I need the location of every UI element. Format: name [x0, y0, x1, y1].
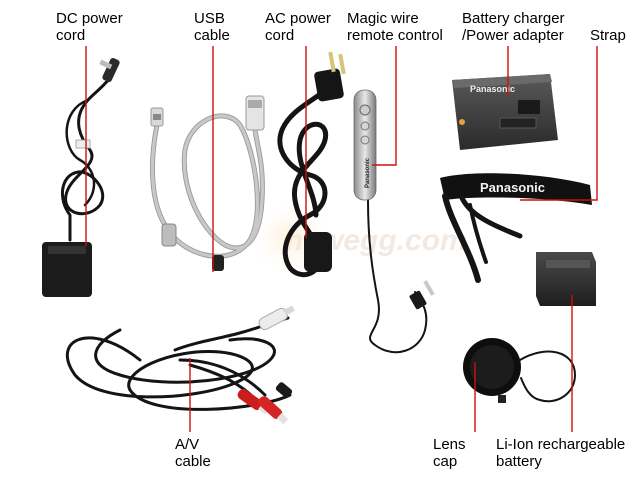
- usb-cable: [150, 95, 265, 271]
- magic-wire-remote: Panasonic: [353, 89, 435, 354]
- label-lens-cap: Lens cap: [433, 436, 466, 470]
- dc-power-cord: [42, 57, 120, 297]
- label-ac-power-cord: AC power cord: [265, 10, 331, 44]
- battery-charger: Panasonic: [452, 74, 558, 150]
- leader-strap: [520, 46, 598, 201]
- remote-brand-text: Panasonic: [365, 157, 371, 188]
- charger-brand-text: Panasonic: [470, 84, 515, 94]
- lens-cap: [463, 338, 576, 403]
- label-battery-charger: Battery charger /Power adapter: [462, 10, 565, 44]
- li-ion-battery: [536, 252, 596, 306]
- leader-remote: [372, 46, 397, 166]
- label-dc-power-cord: DC power cord: [56, 10, 123, 44]
- strap-brand-text: Panasonic: [480, 180, 545, 195]
- label-av-cable: A/V cable: [175, 436, 211, 470]
- rca-white-plug: [258, 305, 295, 331]
- label-usb-cable: USB cable: [194, 10, 230, 44]
- label-battery: Li-Ion rechargeable battery: [496, 436, 626, 470]
- label-magic-wire-remote: Magic wire remote control: [347, 10, 443, 44]
- av-cable: [65, 305, 295, 425]
- strap: Panasonic: [440, 173, 592, 283]
- ac-power-cord: [277, 51, 346, 278]
- label-strap: Strap: [590, 27, 626, 44]
- rca-red-plug-2: [258, 396, 289, 425]
- watermark: newegg.com: [248, 200, 467, 276]
- leader-lines: [85, 46, 598, 432]
